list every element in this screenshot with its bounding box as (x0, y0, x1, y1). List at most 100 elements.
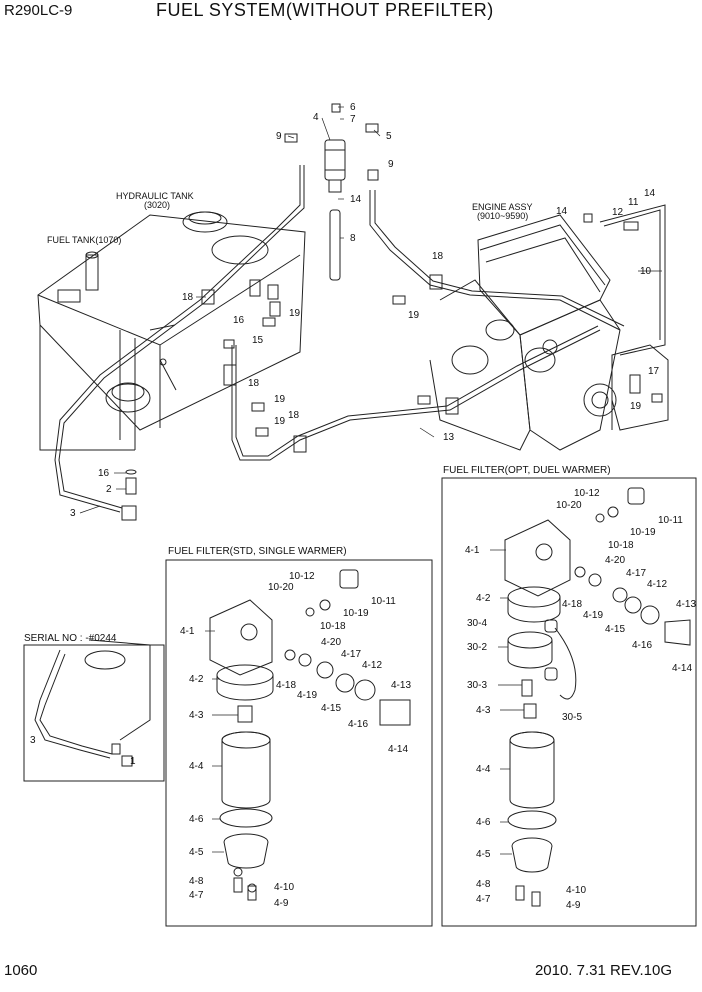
callout: 18 (288, 410, 300, 421)
opt-filter-drawing (504, 487, 691, 907)
callout: 14 (350, 194, 362, 205)
callout: 30-5 (562, 712, 582, 723)
revision-info: 2010. 7.31 REV.10G (534, 962, 672, 979)
callout: 10-12 (289, 571, 315, 582)
callout: 3 (70, 508, 76, 519)
callout: 19 (630, 401, 642, 412)
callout: 4-6 (476, 817, 491, 828)
callout: 18 (248, 378, 260, 389)
callout: 4-20 (321, 637, 341, 648)
callout: 10-12 (574, 488, 600, 499)
callout: 4-17 (341, 649, 361, 660)
std-filter-frame (165, 559, 433, 927)
hydraulic-tank-label: HYDRAULIC TANK (116, 191, 194, 201)
callout: 4-10 (566, 885, 586, 896)
opt-filter-title: FUEL FILTER(OPT, DUEL WARMER) (443, 465, 611, 476)
callout: 4-4 (476, 764, 491, 775)
callout: 4-9 (274, 898, 289, 909)
callout: 4-2 (189, 674, 204, 685)
callout: 10-18 (320, 621, 346, 632)
callout: 4-5 (189, 847, 204, 858)
callout: 19 (289, 308, 301, 319)
callout: 4-12 (362, 660, 382, 671)
page-title: FUEL SYSTEM(WITHOUT PREFILTER) (156, 0, 494, 20)
callout: 14 (644, 188, 656, 199)
callout: 1 (130, 756, 136, 767)
std-filter-title: FUEL FILTER(STD, SINGLE WARMER) (168, 546, 347, 557)
callout: 2 (106, 484, 112, 495)
hydraulic-tank-ref: (3020) (144, 200, 170, 210)
callout: 10-20 (268, 582, 294, 593)
callout: 4 (313, 112, 319, 123)
callout: 5 (386, 131, 392, 142)
callout: 19 (274, 416, 286, 427)
callout: 4-9 (566, 900, 581, 911)
fuel-tank-label: FUEL TANK(1070) (47, 235, 121, 245)
callout: 10-19 (630, 527, 656, 538)
fuel-line-routing (54, 103, 666, 521)
callout: 4-18 (562, 599, 582, 610)
callout: 19 (274, 394, 286, 405)
callout: 4-7 (476, 894, 491, 905)
callout: 9 (276, 131, 282, 142)
callout: 4-2 (476, 593, 491, 604)
callout: 4-13 (391, 680, 411, 691)
callout: 4-7 (189, 890, 204, 901)
page-number: 1060 (4, 962, 38, 979)
callout: 4-19 (297, 690, 317, 701)
leader-lines (79, 106, 662, 855)
engine-label: ENGINE ASSY (472, 202, 533, 212)
callout: 4-16 (348, 719, 368, 730)
callout: 12 (612, 207, 624, 218)
tank-assembly-drawing (37, 211, 306, 451)
callout: 4-19 (583, 610, 603, 621)
callout: 11 (628, 197, 639, 208)
callout: 4-3 (476, 705, 491, 716)
callout: 10-11 (371, 596, 396, 607)
callout: 16 (98, 468, 110, 479)
callout: 4-15 (321, 703, 341, 714)
callout: 13 (443, 432, 455, 443)
callout: 4-4 (189, 761, 204, 772)
callout: 10-20 (556, 500, 582, 511)
serial-number-label: SERIAL NO : -#0244 (24, 633, 117, 644)
callout: 6 (350, 102, 356, 113)
callout: 4-6 (189, 814, 204, 825)
std-filter-drawing (209, 569, 411, 901)
callout: 4-8 (476, 879, 491, 890)
callout: 4-14 (388, 744, 408, 755)
engine-ref: (9010~9590) (477, 211, 528, 221)
callout: 16 (233, 315, 245, 326)
callout: 4-3 (189, 710, 204, 721)
callout: 4-10 (274, 882, 294, 893)
callout: 14 (556, 206, 568, 217)
callout: 4-12 (647, 579, 667, 590)
callout: 10-18 (608, 540, 634, 551)
callout: 4-1 (180, 626, 195, 637)
callout: 4-14 (672, 663, 692, 674)
callout: 15 (252, 335, 264, 346)
callout: 3 (30, 735, 36, 746)
callout: 10 (640, 266, 652, 277)
callout: 4-8 (189, 876, 204, 887)
callout: 19 (408, 310, 420, 321)
callout: 18 (182, 292, 194, 303)
callout: 4-20 (605, 555, 625, 566)
serial-inset-frame (23, 644, 165, 782)
callout: 4-17 (626, 568, 646, 579)
callout: 30-2 (467, 642, 487, 653)
callout: 4-15 (605, 624, 625, 635)
callout: 10-11 (658, 515, 683, 526)
callout: 10-19 (343, 608, 369, 619)
callout: 4-13 (676, 599, 696, 610)
engine-assembly-drawing (429, 214, 669, 451)
callout: 18 (432, 251, 444, 262)
callout: 7 (350, 114, 356, 125)
callout: 4-1 (465, 545, 480, 556)
callout: 30-4 (467, 618, 487, 629)
callout: 4-16 (632, 640, 652, 651)
callout: 30-3 (467, 680, 487, 691)
callout: 9 (388, 159, 394, 170)
